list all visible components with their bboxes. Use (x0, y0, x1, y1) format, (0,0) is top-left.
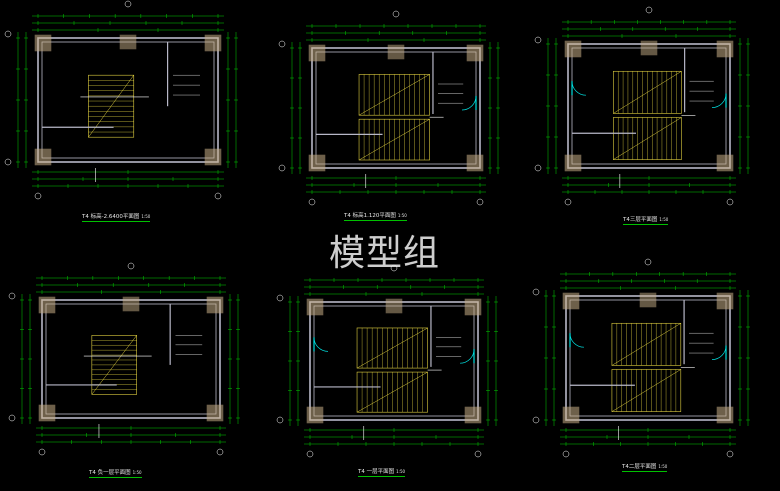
exterior-wall (567, 43, 731, 169)
column (385, 298, 403, 314)
column (387, 44, 405, 60)
stair-direction (613, 71, 682, 114)
column (640, 40, 658, 56)
axis-bubble (278, 40, 286, 48)
interior-wall (571, 47, 727, 165)
exterior-wall (41, 299, 221, 419)
axis-bubble (532, 288, 540, 296)
column (206, 404, 224, 422)
column (716, 406, 734, 424)
axis-bubble (8, 414, 16, 422)
axis-bubble (34, 192, 42, 200)
exterior-wall (37, 37, 219, 163)
column (562, 406, 580, 424)
interior-wall (313, 305, 475, 417)
axis-bubble (726, 450, 734, 458)
column (716, 154, 734, 172)
axis-bubble (38, 448, 46, 456)
watermark-text: 模型组 (329, 233, 441, 274)
axis-bubble (476, 198, 484, 206)
axis-bubble (276, 294, 284, 302)
column (34, 34, 52, 52)
interior-wall (315, 51, 477, 165)
axis-bubble (532, 416, 540, 424)
column (308, 44, 326, 62)
axis-bubble (644, 258, 652, 266)
column (122, 296, 140, 312)
stair-direction (611, 369, 681, 412)
column (716, 292, 734, 310)
axis-bubble (4, 30, 12, 38)
column (564, 154, 582, 172)
column (464, 298, 482, 316)
door-swing (711, 93, 727, 108)
column (204, 148, 222, 166)
axis-bubble (645, 6, 653, 14)
axis-bubble (308, 198, 316, 206)
column (34, 148, 52, 166)
axis-bubble (124, 0, 132, 8)
column (204, 34, 222, 52)
axis-bubble (216, 448, 224, 456)
axis-bubble (474, 450, 482, 458)
interior-wall (45, 303, 217, 415)
column (466, 154, 484, 172)
axis-bubble (214, 192, 222, 200)
axis-bubble (390, 264, 398, 272)
column (716, 40, 734, 58)
stair-direction (358, 118, 430, 161)
exterior-wall (565, 295, 731, 421)
axis-bubble (306, 450, 314, 458)
axis-bubble (534, 164, 542, 172)
axis-bubble (726, 198, 734, 206)
axis-bubble (276, 416, 284, 424)
door-swing (461, 95, 477, 111)
axis-bubble (562, 450, 570, 458)
door-swing (571, 81, 587, 96)
exterior-wall (311, 47, 481, 169)
stair-direction (356, 327, 428, 369)
column (564, 40, 582, 58)
column (466, 44, 484, 62)
stair-direction (613, 117, 682, 160)
stair-direction (356, 371, 428, 413)
column (562, 292, 580, 310)
exterior-wall (309, 301, 479, 421)
column (306, 406, 324, 424)
column (308, 154, 326, 172)
axis-bubble (278, 164, 286, 172)
stair-direction (611, 323, 681, 366)
interior-wall (569, 299, 727, 417)
axis-bubble (4, 158, 12, 166)
door-swing (711, 345, 727, 360)
axis-bubble (8, 292, 16, 300)
door-swing (459, 349, 475, 364)
axis-bubble (534, 36, 542, 44)
column (119, 34, 137, 50)
door-swing (569, 333, 585, 348)
column (206, 296, 224, 314)
stair-direction (358, 74, 430, 116)
column (38, 404, 56, 422)
column (306, 298, 324, 316)
column (639, 292, 657, 308)
column (38, 296, 56, 314)
column (464, 406, 482, 424)
interior-wall (41, 41, 215, 159)
axis-bubble (564, 198, 572, 206)
axis-bubble (392, 10, 400, 18)
door-swing (313, 337, 329, 352)
axis-bubble (127, 262, 135, 270)
